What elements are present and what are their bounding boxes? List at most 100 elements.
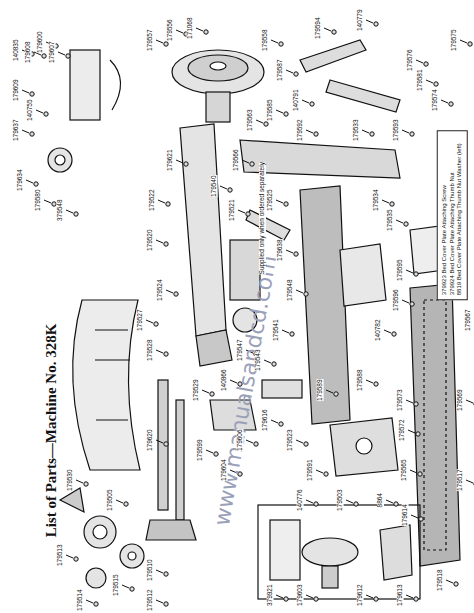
callout-number: 179612 bbox=[357, 584, 364, 606]
screw-symbol bbox=[184, 162, 188, 166]
leader-line bbox=[386, 500, 393, 503]
screw-symbol bbox=[30, 132, 34, 136]
screw-symbol bbox=[424, 62, 428, 66]
callout-number: 179604 bbox=[221, 459, 228, 481]
leader-line bbox=[206, 450, 213, 453]
screw-symbol bbox=[332, 30, 336, 34]
screw-symbol bbox=[414, 272, 418, 276]
leader-line bbox=[256, 120, 263, 123]
leader-line bbox=[36, 110, 43, 113]
callout-number: 179522 bbox=[149, 189, 156, 211]
callout-number: 179527 bbox=[137, 309, 144, 331]
screw-symbol bbox=[310, 102, 314, 106]
leader-line bbox=[176, 30, 183, 33]
leader-line bbox=[276, 595, 283, 598]
screw-symbol bbox=[304, 292, 308, 296]
screw-symbol bbox=[284, 597, 288, 601]
screw-symbol bbox=[314, 597, 318, 601]
screw-symbol bbox=[418, 472, 422, 476]
screw-symbol bbox=[279, 42, 283, 46]
screw-symbol bbox=[374, 22, 378, 26]
callout-number: 179576 bbox=[407, 49, 414, 71]
leader-line bbox=[296, 290, 303, 293]
callout-number: 179523 bbox=[287, 429, 294, 451]
screw-symbol bbox=[414, 597, 418, 601]
callout-number: 179518 bbox=[437, 569, 444, 591]
callout-number: 140779 bbox=[357, 9, 364, 31]
callout-number: 179599 bbox=[197, 439, 204, 461]
leader-line bbox=[156, 240, 163, 243]
screw-symbol bbox=[210, 392, 214, 396]
screw-symbol bbox=[404, 222, 408, 226]
screw-symbol bbox=[52, 202, 56, 206]
note-box: 379923 Bed Cover Plate Attaching Screw37… bbox=[437, 130, 468, 300]
callout-number: 179524 bbox=[157, 279, 164, 301]
callout-number: 179600 bbox=[37, 31, 44, 53]
leader-line bbox=[402, 130, 409, 133]
callout-number: 179608 bbox=[25, 41, 32, 63]
callout-number: 140782 bbox=[375, 319, 382, 341]
callout-number: 179595 bbox=[397, 259, 404, 281]
leader-line bbox=[324, 28, 331, 31]
callout-number: 179528 bbox=[147, 339, 154, 361]
screw-symbol bbox=[314, 502, 318, 506]
screw-symbol bbox=[374, 382, 378, 386]
leader-line bbox=[366, 380, 373, 383]
screw-symbol bbox=[254, 442, 258, 446]
leader-line bbox=[66, 555, 73, 558]
screw-symbol bbox=[66, 54, 70, 58]
callout-number: 179607 bbox=[49, 41, 56, 63]
callout-number: 179613 bbox=[397, 584, 404, 606]
screw-symbol bbox=[264, 122, 268, 126]
callout-number: 179540 bbox=[211, 175, 218, 197]
leader-line bbox=[176, 160, 183, 163]
callout-number: 179637 bbox=[13, 119, 20, 141]
screw-symbol bbox=[334, 392, 338, 396]
screw-symbol bbox=[214, 452, 218, 456]
callout-number: 179606 bbox=[237, 429, 244, 451]
callout-number: 179533 bbox=[353, 119, 360, 141]
callout-number: 179514 bbox=[77, 589, 84, 611]
note-text: Supplied only when ordered separately bbox=[259, 162, 266, 274]
leader-line bbox=[408, 430, 415, 433]
callout-number: 179548 bbox=[287, 279, 294, 301]
leader-line bbox=[382, 200, 389, 203]
callout-number: 179567 bbox=[465, 309, 472, 331]
leader-line bbox=[276, 110, 283, 113]
callout-number: 179556 bbox=[167, 19, 174, 41]
screw-symbol bbox=[354, 502, 358, 506]
screw-symbol bbox=[290, 332, 294, 336]
callout-number: 140866 bbox=[221, 369, 228, 391]
leader-line bbox=[410, 470, 417, 473]
callout-number: 140835 bbox=[13, 39, 20, 61]
callout-number: 179521 bbox=[229, 199, 236, 221]
leader-line bbox=[426, 80, 433, 83]
screw-symbol bbox=[84, 482, 88, 486]
leader-line bbox=[366, 595, 373, 598]
callout-number: 179512 bbox=[147, 589, 154, 611]
leader-line bbox=[286, 250, 293, 253]
screw-symbol bbox=[164, 42, 168, 46]
callout-number: 179614 bbox=[402, 504, 409, 526]
callout-number: 179575 bbox=[451, 29, 458, 51]
callout-number: 179620 bbox=[147, 429, 154, 451]
callout-number: 179569 bbox=[457, 389, 464, 411]
callout-number: 8864 bbox=[377, 493, 384, 507]
leader-line bbox=[116, 500, 123, 503]
leader-line bbox=[22, 130, 29, 133]
callout-number: 179525 bbox=[267, 189, 274, 211]
screw-symbol bbox=[94, 602, 98, 606]
screw-symbol bbox=[324, 472, 328, 476]
leader-line bbox=[156, 570, 163, 573]
leader-line bbox=[271, 420, 278, 423]
screw-symbol bbox=[164, 602, 168, 606]
leader-line bbox=[441, 100, 448, 103]
screw-symbol bbox=[434, 82, 438, 86]
callout-number: 179503 bbox=[337, 489, 344, 511]
leader-line bbox=[402, 300, 409, 303]
callout-number: 179558 bbox=[262, 29, 269, 51]
screw-symbol bbox=[124, 502, 128, 506]
screw-symbol bbox=[449, 102, 453, 106]
screw-symbol bbox=[394, 502, 398, 506]
leader-line bbox=[306, 595, 313, 598]
